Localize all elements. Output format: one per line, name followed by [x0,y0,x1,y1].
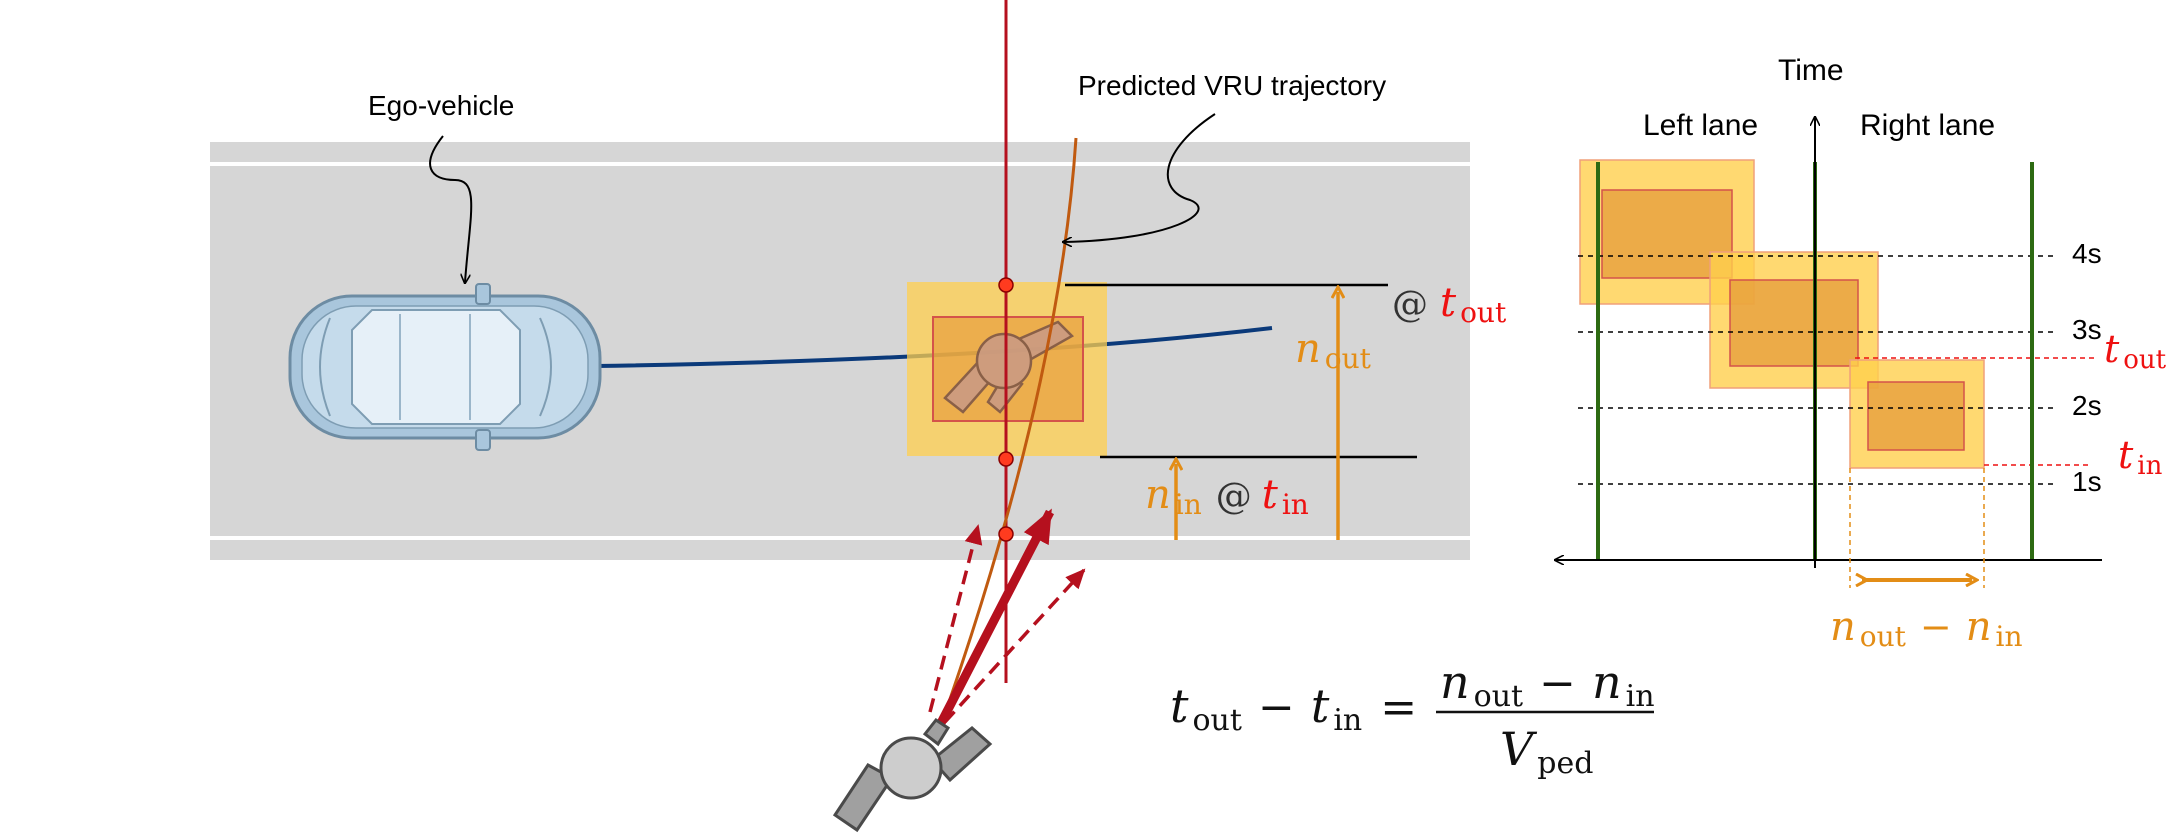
ego-label-pointer [429,135,473,282]
n-span-label: n out − n in [1830,604,2023,653]
at-t-out-label: @ t out [1392,280,1507,329]
crossing-point-in [998,451,1014,467]
crossing-point-out [998,277,1014,293]
occupancy-box-inner-3 [1867,381,1965,451]
t-out-chart-label: t out [2104,327,2167,375]
trajectory-label: Predicted VRU trajectory [1078,70,1386,101]
heading-arrow-main [936,508,1054,728]
crossing-point-edge [998,526,1014,542]
crossing-time-equation: t out − t in = n out − n in V ped [1170,655,1655,781]
predicted-vru-trajectory [946,137,1078,706]
t-in-chart-label: t in [2118,433,2163,481]
time-axis-label: Time [1778,54,1844,87]
n-in-at-t-in-label: n in @ t in [1145,472,1309,521]
tick-label-1s: 1s [2072,466,2102,497]
pedestrian-icon [832,717,993,833]
heading-arrow-left-dashed [928,524,983,713]
ego-vehicle-icon [288,283,602,451]
heading-arrow-right-dashed [943,568,1086,724]
left-lane-label: Left lane [1643,109,1758,142]
tick-label-4s: 4s [2072,238,2102,269]
equation-lhs: t out − t in = [1170,679,1417,738]
tick-label-2s: 2s [2072,390,2102,421]
right-lane-label: Right lane [1860,109,1995,142]
ego-vehicle-label: Ego-vehicle [368,90,514,121]
tick-label-3s: 3s [2072,314,2102,345]
equation-numerator: n out − n in [1440,655,1655,714]
lane-occupancy-chart: Time Left lane Right lane 4s 3s 2s 1s t … [1556,54,2167,653]
trajectory-label-pointer [1064,113,1216,242]
equation-denominator: V ped [1500,722,1593,781]
occupancy-box-inner-2 [1729,279,1859,367]
n-out-label: n out [1295,326,1372,375]
